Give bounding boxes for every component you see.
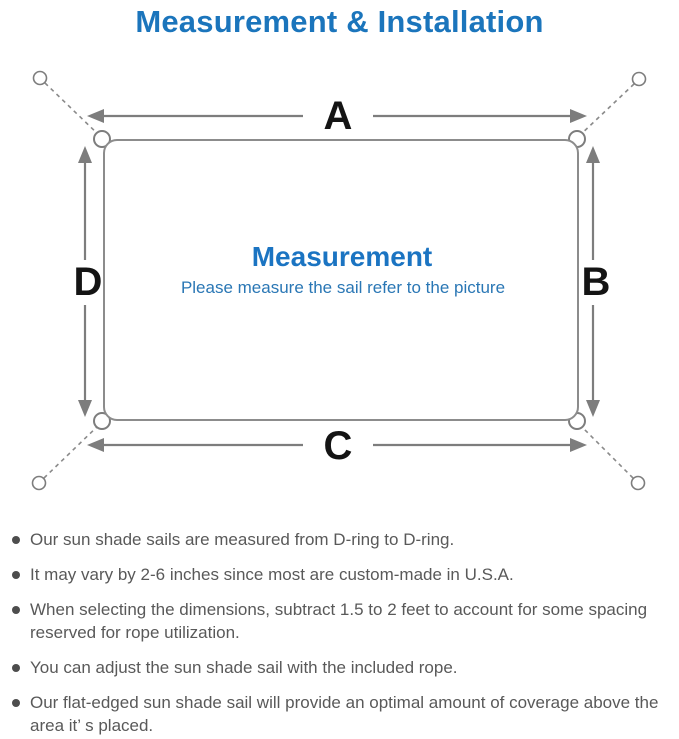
arrowhead-up-icon <box>586 146 600 163</box>
arrowhead-down-icon <box>78 400 92 417</box>
bullet-icon <box>12 699 20 707</box>
bullet-icon <box>12 536 20 544</box>
diagram-subheading: Please measure the sail refer to the pic… <box>181 278 505 297</box>
list-item-text: Our flat-edged sun shade sail will provi… <box>30 693 659 735</box>
arrowhead-right-icon <box>570 438 587 452</box>
instructions-list: Our sun shade sails are measured from D-… <box>0 515 679 737</box>
list-item-text: When selecting the dimensions, subtract … <box>30 600 648 642</box>
bullet-icon <box>12 571 20 579</box>
anchor-ropes <box>43 82 635 479</box>
dashed-line-top-left <box>44 82 103 139</box>
anchor-point-icon-bottom-right <box>630 475 646 491</box>
dimension-label-c: C <box>324 424 353 468</box>
page-title: Measurement & Installation <box>135 4 544 39</box>
bullet-icon <box>12 606 20 614</box>
arrowhead-down-icon <box>586 400 600 417</box>
list-item: It may vary by 2-6 inches since most are… <box>12 563 673 586</box>
dimension-label-b: B <box>582 260 611 304</box>
dimension-label-a: A <box>324 94 353 138</box>
anchor-point-icon-bottom-left <box>31 475 47 491</box>
measurement-diagram: A B C D Measurement Please measure the s… <box>31 70 647 491</box>
list-item: You can adjust the sun shade sail with t… <box>12 656 673 679</box>
arrowhead-left-icon <box>87 109 104 123</box>
dashed-line-bottom-right <box>576 421 634 479</box>
list-item-text: Our sun shade sails are measured from D-… <box>30 530 455 549</box>
arrowhead-up-icon <box>78 146 92 163</box>
anchor-point-icon-top-right <box>631 71 647 87</box>
anchor-points <box>31 70 647 491</box>
d-ring-icon-bottom-left <box>93 412 111 430</box>
list-item-text: It may vary by 2-6 inches since most are… <box>30 565 514 584</box>
list-item: Our flat-edged sun shade sail will provi… <box>12 691 673 737</box>
diagram-heading: Measurement <box>252 241 433 272</box>
anchor-point-icon-top-left <box>32 70 48 86</box>
dashed-line-bottom-left <box>43 421 103 479</box>
list-item: Our sun shade sails are measured from D-… <box>12 528 673 551</box>
sail-rectangle <box>103 139 579 421</box>
bullet-icon <box>12 664 20 672</box>
list-item: When selecting the dimensions, subtract … <box>12 598 673 644</box>
dimension-label-d: D <box>74 260 103 304</box>
arrowhead-right-icon <box>570 109 587 123</box>
list-item-text: You can adjust the sun shade sail with t… <box>30 658 458 677</box>
dashed-line-top-right <box>576 83 635 139</box>
arrowhead-left-icon <box>87 438 104 452</box>
d-ring-icon-top-left <box>93 130 111 148</box>
